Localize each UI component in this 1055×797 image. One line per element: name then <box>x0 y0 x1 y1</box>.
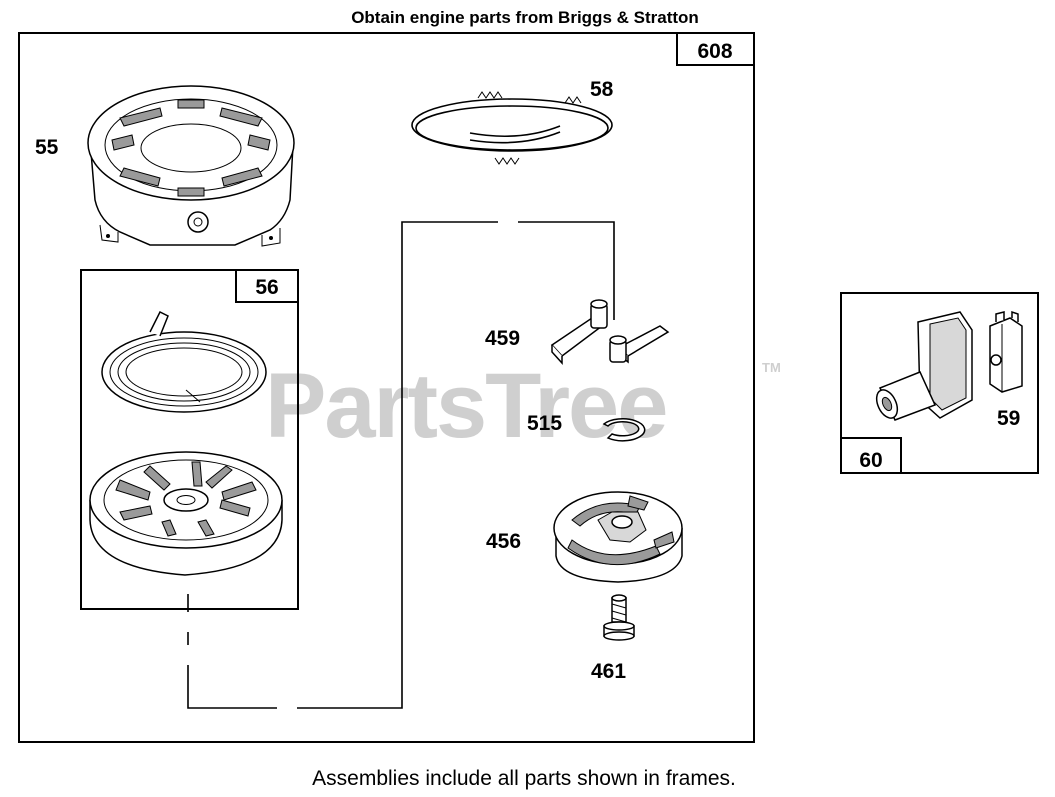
callout-456: 456 <box>486 530 521 553</box>
main-frame: 608 <box>18 32 755 743</box>
watermark-tm: TM <box>762 360 781 375</box>
rewind-spring-part <box>101 310 267 413</box>
handle-part <box>875 311 973 421</box>
callout-58: 58 <box>590 78 614 101</box>
callout-461: 461 <box>591 660 626 683</box>
pulley-assembly-label: 56 <box>255 276 278 299</box>
pulley-part <box>89 451 283 576</box>
callout-59: 59 <box>997 407 1020 430</box>
screw-part <box>603 594 635 641</box>
watermark-text: PartsTree <box>265 355 666 457</box>
header-title: Obtain engine parts from Briggs & Stratt… <box>351 8 699 27</box>
housing-part <box>87 85 295 247</box>
rope-part <box>411 91 613 165</box>
callout-55: 55 <box>35 136 59 159</box>
main-frame-label: 608 <box>697 40 732 63</box>
pulley-assembly-frame: 56 <box>80 269 299 610</box>
retainer-ring-part <box>602 418 646 442</box>
callout-459: 459 <box>485 327 520 350</box>
insert-part <box>989 310 1023 393</box>
connector-lines <box>187 221 615 709</box>
pawl-part <box>550 299 670 365</box>
handle-assembly-label: 60 <box>859 449 882 472</box>
handle-assembly-frame: 60 <box>840 292 1039 474</box>
cam-part <box>553 491 683 583</box>
callout-515: 515 <box>527 412 562 435</box>
footer-note: Assemblies include all parts shown in fr… <box>312 767 736 790</box>
